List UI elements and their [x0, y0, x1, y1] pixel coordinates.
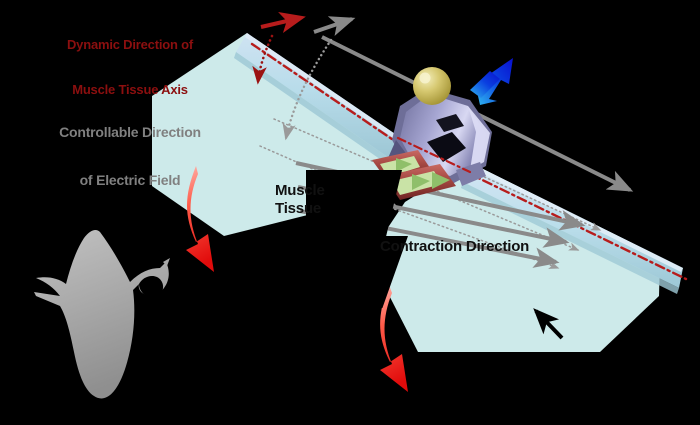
label-electric-field: Controllable Direction of Electric Field — [30, 92, 230, 221]
label-muscle-line3: Contraction Direction — [380, 238, 530, 255]
electric-field-dotted-curve — [282, 38, 333, 141]
contraction-arrow-right — [380, 285, 408, 392]
muscle-tissue-axis-line-left — [250, 42, 410, 152]
label-muscle-line2: Tissue — [275, 200, 322, 217]
gold-sphere — [413, 67, 451, 105]
label-muscle-line1: Muscle — [275, 182, 325, 199]
label-dynamic-axis-line1: Dynamic Direction of — [66, 36, 194, 52]
dynamic-axis-dotted-curve — [252, 34, 274, 85]
flap-up-arrow — [470, 58, 513, 105]
label-dynamic-axis-line2: Muscle Tissue Axis — [72, 81, 188, 97]
wing-surface-pointer — [533, 308, 564, 340]
dynamic-axis-arrow — [260, 11, 306, 34]
label-electric-field-line2: of Electric Field — [79, 172, 181, 189]
label-electric-field-line1: Controllable Direction — [59, 124, 201, 141]
contraction-arrow-left — [186, 166, 214, 272]
label-dynamic-axis: Dynamic Direction of Muscle Tissue Axis — [40, 8, 220, 128]
manta-ray-silhouette — [34, 230, 170, 399]
central-actuator-mechanism — [372, 67, 492, 200]
